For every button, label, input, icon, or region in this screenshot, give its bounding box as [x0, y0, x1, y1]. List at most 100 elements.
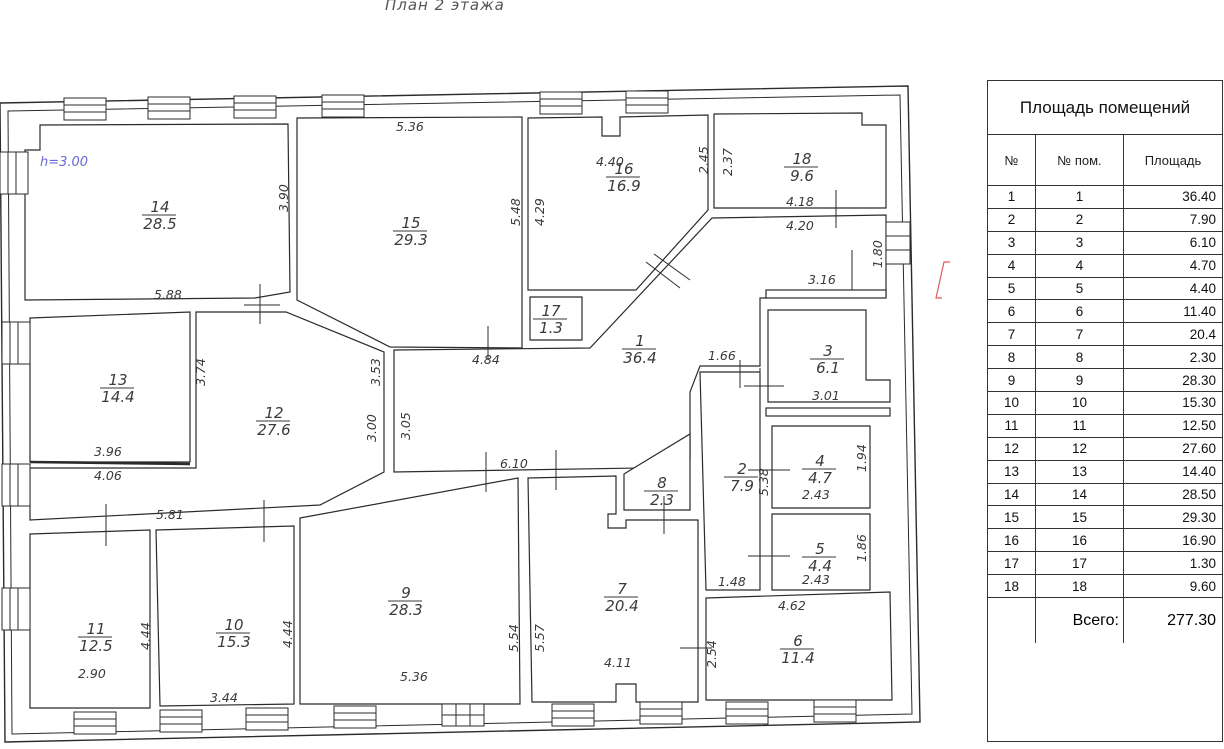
dimension-label: 3.74: [193, 358, 208, 386]
dimension-label: 5.88: [154, 287, 182, 302]
dimension-label: 1.48: [718, 574, 746, 589]
room-label: 54.4: [802, 540, 836, 575]
room-label: 171.3: [533, 302, 567, 337]
room-area: 9.6: [790, 167, 814, 185]
room-number: 1: [635, 332, 645, 350]
dimension-label: 5.57: [532, 624, 547, 652]
row-index: 11: [988, 414, 1036, 437]
ceiling-height-label: h=3.00: [40, 155, 88, 170]
dimension-label: 3.01: [812, 388, 840, 403]
room-label: 189.6: [784, 150, 818, 185]
room-area: 28.5: [143, 215, 176, 233]
room-number: 12: [264, 404, 283, 422]
dimension-label: 5.81: [156, 507, 184, 522]
row-room-number: 7: [1036, 323, 1124, 346]
row-room-number: 4: [1036, 254, 1124, 277]
room-area: 20.4: [605, 597, 638, 615]
room-area: 14.4: [101, 388, 134, 406]
room-number: 6: [793, 632, 803, 650]
total-label: Всего:: [1036, 598, 1124, 644]
room-number: 17: [541, 302, 561, 320]
dimension-label: 2.54: [704, 640, 719, 668]
row-area: 14.40: [1182, 464, 1216, 480]
dimension-label: 2.43: [802, 487, 830, 502]
row-area: 16.90: [1182, 532, 1216, 548]
room-number: 13: [108, 371, 127, 389]
row-area: 2.30: [1189, 349, 1216, 365]
room-number: 2: [737, 460, 747, 478]
row-index: 7: [988, 323, 1036, 346]
row-index: 14: [988, 483, 1036, 506]
row-area: 7.90: [1189, 212, 1216, 228]
header-room-number: № пом.: [1036, 135, 1124, 185]
row-room-number: 5: [1036, 277, 1124, 300]
total-empty-cell: [988, 598, 1036, 644]
dimension-label: 3.90: [276, 184, 291, 212]
dimension-label: 2.43: [802, 572, 830, 587]
row-index: 18: [988, 575, 1036, 598]
room-area: 6.1: [816, 359, 840, 377]
row-index: 12: [988, 437, 1036, 460]
row-area: 28.50: [1182, 487, 1216, 503]
dimension-label: 4.44: [138, 622, 153, 650]
row-room-number: 16: [1036, 529, 1124, 552]
table-title: Площадь помещений: [988, 81, 1222, 135]
dimension-label: 5.36: [396, 119, 424, 134]
row-room-number: 8: [1036, 346, 1124, 369]
room-area: 4.7: [808, 469, 832, 487]
dimension-label: 4.40: [596, 154, 624, 169]
dimension-label: 6.10: [500, 456, 528, 471]
row-index: 16: [988, 529, 1036, 552]
table-header: № № пом. Площадь: [988, 135, 1222, 186]
row-room-number: 14: [1036, 483, 1124, 506]
row-index: 4: [988, 254, 1036, 277]
room-label: 82.3: [644, 474, 678, 509]
row-room-number: 12: [1036, 437, 1124, 460]
row-room-number: 18: [1036, 575, 1124, 598]
room-area: 16.9: [607, 177, 640, 195]
dimension-label: 3.16: [808, 272, 836, 287]
section-marker: [935, 261, 950, 299]
dimension-label: 4.44: [280, 620, 295, 648]
table-total-row: Всего: 277.30: [988, 598, 1222, 644]
dimension-label: 5.38: [756, 468, 771, 496]
room-label: 136.4: [622, 332, 657, 367]
row-index: 8: [988, 346, 1036, 369]
room-area: 11.4: [781, 649, 814, 667]
row-room-number: 11: [1036, 414, 1124, 437]
total-value: 277.30: [1167, 611, 1216, 629]
row-room-number: 9: [1036, 369, 1124, 392]
dimension-label: 4.62: [778, 598, 806, 613]
row-index: 9: [988, 369, 1036, 392]
room-area: 27.6: [257, 421, 290, 439]
room-number: 16: [614, 160, 633, 178]
room-area: 28.3: [389, 601, 422, 619]
dimension-label: 4.84: [472, 352, 500, 367]
row-index: 15: [988, 506, 1036, 529]
room-label: 611.4: [780, 632, 815, 667]
row-area: 20.4: [1189, 326, 1216, 342]
dimension-label: 3.05: [398, 412, 413, 440]
room-outlines: [24, 112, 893, 709]
room-label: 36.1: [810, 342, 844, 377]
dimension-label: 3.96: [94, 444, 122, 459]
dimension-label: 1.66: [708, 348, 736, 363]
room-number: 14: [150, 198, 169, 216]
row-room-number: 10: [1036, 392, 1124, 414]
